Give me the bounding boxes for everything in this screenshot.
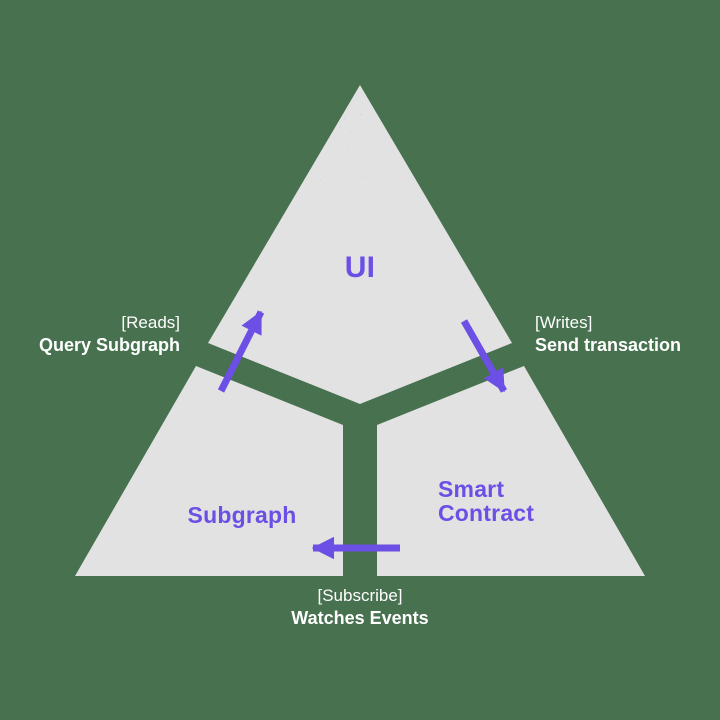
writes-arrow — [460, 319, 508, 393]
subscribe-tag: [Subscribe] — [317, 586, 403, 605]
node-label-smart-contract: Smart Contract — [438, 476, 535, 526]
node-label-subgraph: Subgraph — [187, 502, 297, 528]
reads-arrow — [217, 310, 265, 393]
apex-spray-fade — [314, 85, 406, 182]
subscribe-action: Watches Events — [291, 608, 429, 628]
reads-action: Query Subgraph — [38, 335, 180, 355]
arrows — [217, 310, 508, 560]
node-label-ui: UI — [344, 251, 376, 284]
subscribe-label: [Subscribe] Watches Events — [291, 585, 428, 629]
writes-tag: [Writes] — [535, 313, 593, 332]
reads-tag: [Reads] — [121, 313, 180, 332]
writes-label: [Writes] Send transaction — [535, 312, 681, 356]
reads-label: [Reads] Query Subgraph — [39, 312, 180, 356]
writes-action: Send transaction — [535, 335, 682, 355]
